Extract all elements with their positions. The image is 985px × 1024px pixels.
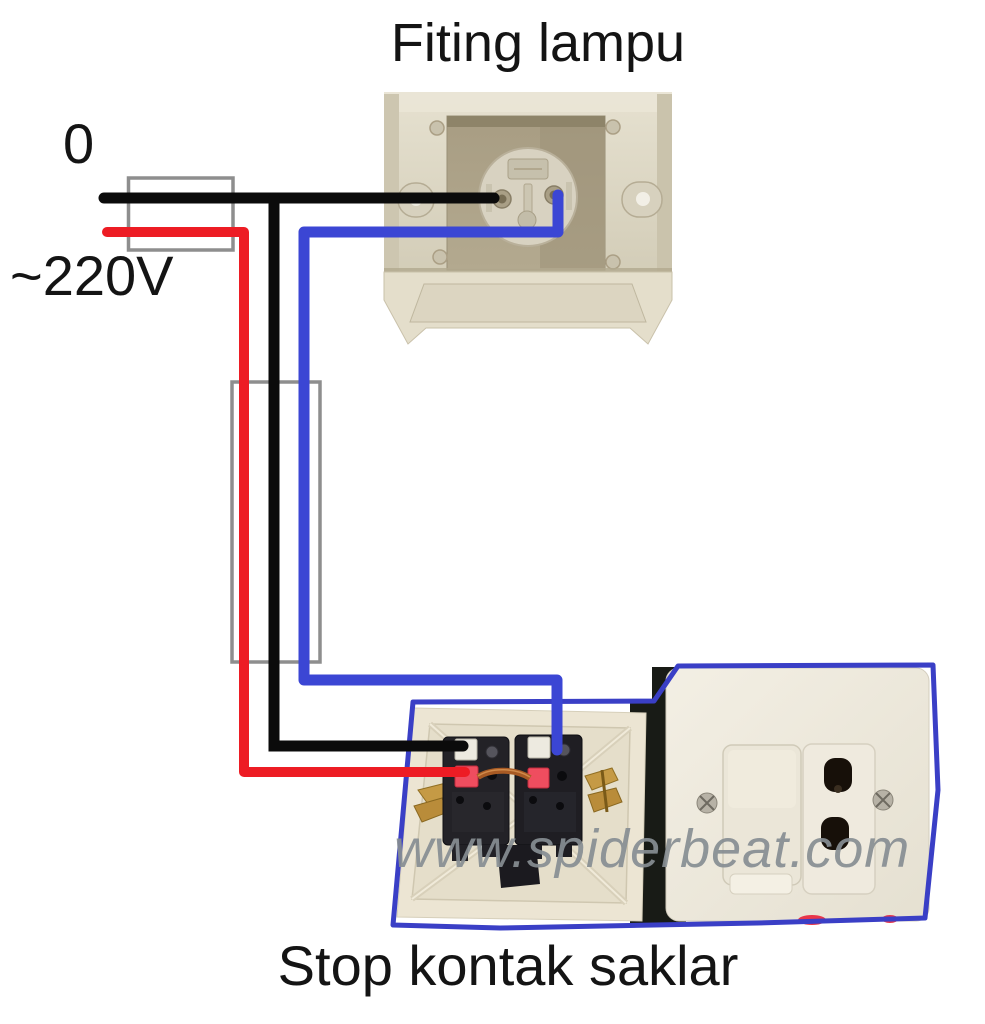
fitting-left-edge <box>384 94 399 272</box>
fitting-flange-shadow <box>384 268 672 273</box>
brass-contacts-left <box>413 782 451 823</box>
socket-hole-bottom <box>821 817 849 850</box>
fitting-corner-boss <box>429 120 445 136</box>
socket-hole-inner <box>834 785 842 793</box>
voltage-label: ~220V <box>10 244 174 307</box>
watermark: www.spiderbeat.com <box>394 819 911 879</box>
brass-contacts-right <box>584 767 623 813</box>
fitting-top-edge <box>384 92 672 112</box>
fitting-inner-top-shadow <box>447 116 605 127</box>
switch-wire <box>298 189 564 756</box>
neutral-label: 0 <box>63 112 95 175</box>
fitting-corner-boss <box>605 119 621 135</box>
rocker-highlight <box>728 750 796 808</box>
lamp-fitting-photo <box>383 92 673 345</box>
switch-right-red-terminal <box>527 767 550 789</box>
neutral-wire-branch <box>268 192 469 752</box>
wires <box>98 189 564 777</box>
terminal-ridge <box>566 182 572 210</box>
fitting-corner-boss <box>432 249 448 265</box>
switch-socket-label: Stop kontak saklar <box>277 934 739 997</box>
faceplate-screw-right <box>872 789 894 811</box>
switch-mechanism-left <box>442 736 510 861</box>
faceplate-screw-left <box>696 792 718 814</box>
copper-jumper-highlight <box>477 769 531 778</box>
conduit-small <box>126 176 235 252</box>
switch-left-screw <box>485 745 499 759</box>
switch-socket-photo <box>390 662 941 931</box>
lamp-fitting-label: Fiting lampu <box>390 13 686 73</box>
socket-hole-top <box>824 758 852 792</box>
fitting-terminal-left-screw <box>497 194 507 204</box>
photo-outline <box>390 662 941 931</box>
switch-center-bar <box>497 845 540 888</box>
copper-jumper-wire <box>476 767 532 781</box>
fitting-wing-right-hole <box>636 192 650 206</box>
rocker-bottom-lip <box>729 873 793 895</box>
disc-lower-boss <box>517 210 537 230</box>
switch-right-top-terminal <box>527 736 551 759</box>
fitting-flange-inner <box>409 283 647 323</box>
fitting-right-edge <box>657 94 672 272</box>
live-wire <box>102 227 470 777</box>
fitting-corner-boss <box>605 254 621 270</box>
